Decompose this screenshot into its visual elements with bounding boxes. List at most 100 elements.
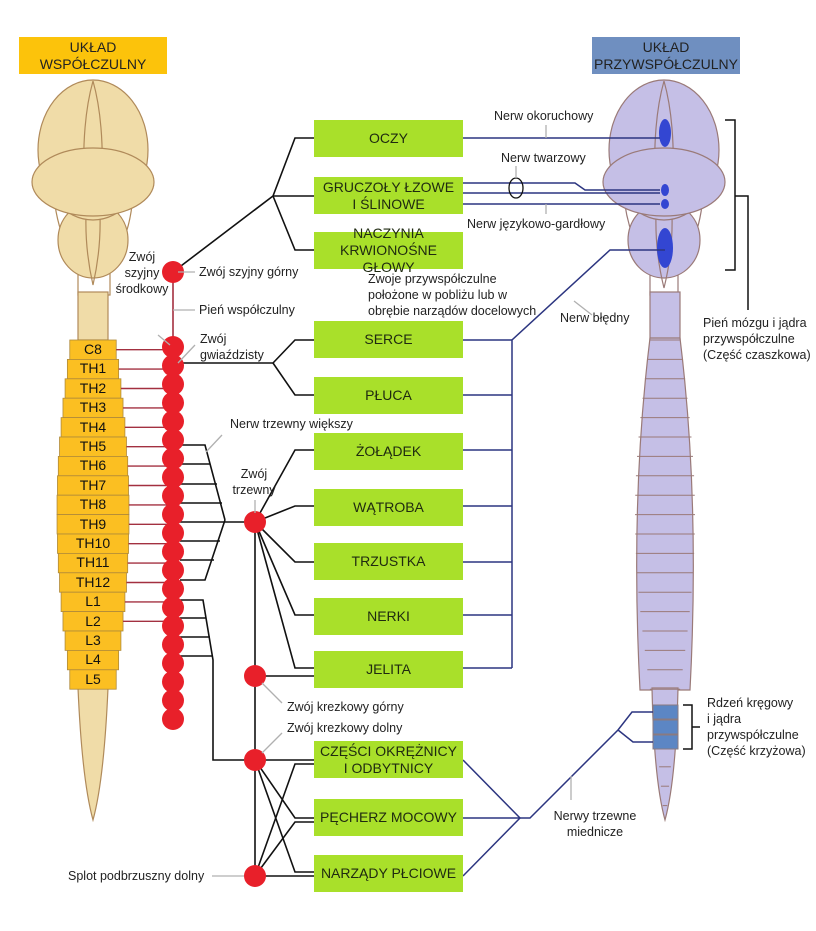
organ-box-watroba: WĄTROBA	[314, 489, 463, 526]
sympathetic-cns	[31, 79, 155, 823]
label-celiac-ganglion: Zwój trzewny	[225, 466, 283, 498]
organ-label-line: NERKI	[367, 608, 410, 624]
label-line: trzewny	[232, 483, 276, 497]
organ-label-line: I ŚLINOWE	[352, 195, 425, 212]
organ-label-line: KRWIONOŚNE GŁOWY	[340, 242, 437, 275]
label-line: (Część krzyżowa)	[707, 744, 806, 758]
sympathetic-system-header: UKŁAD WSPÓŁCZULNY	[19, 37, 167, 74]
organ-label-line: JELITA	[366, 661, 411, 677]
organ-box-jelita: JELITA	[314, 651, 463, 688]
label-superior-cervical-ganglion: Zwój szyjny górny	[199, 265, 299, 279]
organ-label-line: SERCE	[364, 331, 413, 347]
label-pelvic-splanchnic-nerves: Nerwy trzewne miednicze	[550, 808, 640, 840]
organ-box-serce: SERCE	[314, 321, 463, 358]
organ-label-line: NACZYNIA	[353, 225, 424, 241]
label-stellate-ganglion: Zwój gwiaździsty	[200, 331, 264, 363]
vertebra-label-th9: TH9	[79, 515, 107, 532]
vertebra-l5	[69, 669, 117, 690]
label-line: miednicze	[566, 825, 624, 839]
organ-box-pluca: PŁUCA	[314, 377, 463, 414]
organ-label-line: PŁUCA	[365, 387, 412, 403]
chain-ganglion	[162, 373, 184, 396]
sympathetic-nerves	[172, 137, 314, 877]
parasympathetic-midbrain	[602, 147, 726, 217]
sympathetic-midbrain	[31, 147, 155, 217]
label-line: Rdzeń kręgowy	[707, 696, 794, 710]
vertebra-label-th4: TH4	[79, 418, 107, 435]
organ-label-line: PĘCHERZ MOCOWY	[320, 809, 457, 825]
vertebra-label-th10: TH10	[75, 535, 111, 551]
vertebra-label-th12: TH12	[75, 573, 111, 590]
organ-box-zoladek: ŻOŁĄDEK	[314, 433, 463, 470]
label-line: Zwój	[200, 332, 227, 346]
superior-mesenteric-ganglion	[244, 665, 266, 687]
header-line: WSPÓŁCZULNY	[39, 55, 147, 72]
label-greater-splanchnic-nerve: Nerw trzewny większy	[230, 417, 353, 431]
parasympathetic-brainstem-lines	[655, 214, 673, 289]
label-spinal-cord-sacral-part: Rdzeń kręgowy i jądra przywspółczulne (C…	[707, 695, 806, 759]
vertebra-label-th11: TH11	[76, 554, 110, 571]
organ-label-line: GRUCZOŁY ŁZOWE	[322, 178, 455, 195]
chain-ganglion	[162, 429, 184, 451]
label-sympathetic-trunk: Pień współczulny	[199, 303, 295, 317]
vertebra-label-th8: TH8	[79, 496, 107, 513]
vertebra-label-l3: L3	[85, 632, 101, 648]
label-line: szyjny	[124, 266, 160, 280]
label-vagus-nerve: Nerw błędny	[560, 311, 630, 325]
label-line: Zwoje przywspółczulne	[368, 272, 497, 286]
vertebra-label-l4: L4	[85, 651, 101, 668]
chain-ganglion	[162, 652, 184, 675]
vertebra-label-l2: L2	[85, 612, 101, 629]
sacral-nucleus-1	[652, 704, 679, 720]
facial-nucleus	[661, 184, 669, 196]
vertebra-label-th2: TH2	[79, 379, 107, 396]
sympathetic-chain-ganglia	[162, 336, 184, 730]
vertebra-label-l1: L1	[85, 593, 101, 610]
label-parasympathetic-ganglia: Zwoje przywspółczulne położone w pobliżu…	[368, 271, 536, 319]
chain-ganglion	[162, 354, 184, 377]
chain-ganglion	[162, 633, 184, 656]
sympathetic-cord-neck	[77, 291, 109, 341]
facial-nerve-ganglion-ring	[508, 177, 524, 199]
label-facial-nerve: Nerw twarzowy	[501, 151, 586, 165]
celiac-ganglion	[244, 511, 266, 533]
chain-ganglion	[162, 615, 184, 637]
chain-ganglion	[162, 559, 184, 582]
chain-ganglion	[162, 670, 184, 693]
callout-leaders	[157, 125, 593, 877]
organ-label-line: I ODBYTNICY	[343, 759, 434, 776]
organ-label-line: OCZY	[369, 130, 408, 146]
organ-box-oczy: OCZY	[314, 120, 463, 157]
vertebra-label-th7: TH7	[79, 476, 107, 493]
inferior-hypogastric-plexus	[244, 865, 266, 887]
chain-ganglion	[162, 484, 184, 507]
cranial-bracket	[725, 119, 749, 310]
organ-box-trzustka: TRZUSTKA	[314, 543, 463, 580]
label-line: Pień mózgu i jądra	[703, 316, 807, 330]
label-line: Nerwy trzewne	[553, 809, 637, 823]
label-middle-cervical-ganglion: Zwój szyjny środkowy	[113, 249, 171, 297]
chain-ganglion	[162, 447, 184, 470]
header-line: UKŁAD	[642, 38, 690, 55]
label-line: i jądra	[707, 712, 742, 726]
organ-label-line: TRZUSTKA	[351, 553, 426, 569]
label-line: Zwój	[128, 250, 156, 264]
organ-label-line: WĄTROBA	[353, 499, 424, 515]
parasympathetic-nerves	[462, 137, 665, 877]
sacral-nucleus-2	[652, 719, 679, 735]
superior-cervical-ganglion	[162, 261, 184, 283]
organ-label-line: NARZĄDY PŁCIOWE	[320, 865, 457, 881]
parasympathetic-cord-neck	[649, 291, 681, 341]
label-superior-mesenteric-ganglion: Zwój krezkowy górny	[287, 700, 404, 714]
label-line: Zwój	[240, 467, 268, 481]
vagus-nucleus	[657, 228, 673, 268]
chain-ganglion	[162, 391, 184, 414]
sacral-bracket	[683, 704, 700, 750]
chain-ganglion	[162, 540, 184, 563]
label-line: położone w pobliżu lub w	[368, 288, 507, 302]
sympathetic-cord-tail	[77, 687, 109, 823]
label-line: przywspółczulne	[707, 728, 799, 742]
chain-ganglion	[162, 689, 184, 712]
